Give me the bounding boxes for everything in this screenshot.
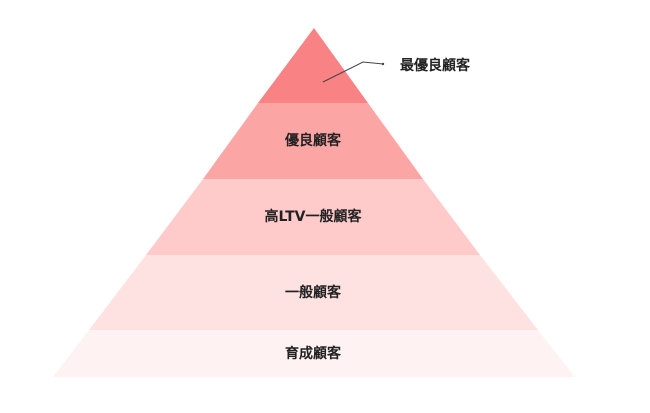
pyramid-tier-4 xyxy=(89,255,538,330)
pyramid-tier-3-label: 高LTV一般顧客 xyxy=(265,208,363,225)
pyramid-tier-top xyxy=(258,28,368,103)
pyramid-tier-4-label: 一般顧客 xyxy=(285,284,342,301)
callout-leader-dot xyxy=(381,62,385,66)
pyramid-tier-bottom xyxy=(53,330,575,377)
pyramid-tier-2 xyxy=(203,103,423,179)
callout-leader-line xyxy=(322,61,384,83)
pyramid-tier-2-label: 優良顧客 xyxy=(284,132,342,149)
callout-label: 最優良顧客 xyxy=(400,57,471,74)
pyramid-tier-3 xyxy=(146,179,480,255)
pyramid-tier-bottom-label: 育成顧客 xyxy=(285,345,342,362)
